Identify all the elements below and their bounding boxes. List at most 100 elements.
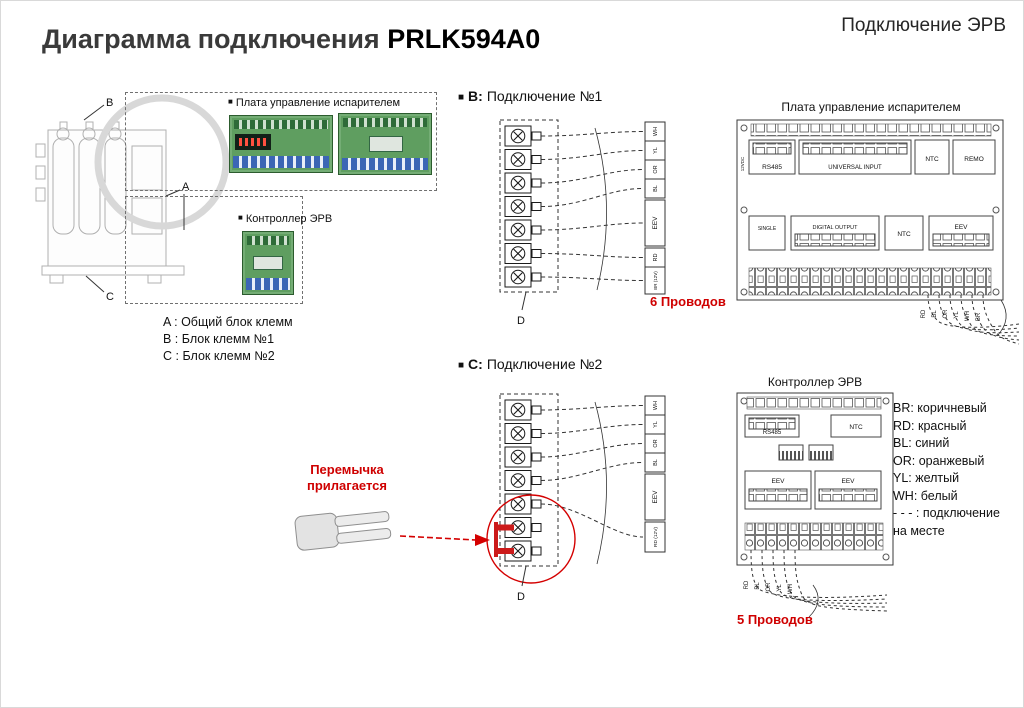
- top-terminal-row: [750, 123, 992, 137]
- legend-line: RD: красный: [893, 418, 967, 433]
- wire-label: WH: [965, 311, 971, 321]
- wire-color-legend: BR: коричневый RD: красный BL: синий OR:…: [893, 400, 1000, 540]
- abc-legend-line-c: C : Блок клемм №2: [163, 349, 275, 363]
- pcb-terminal-row-icon: [246, 278, 290, 290]
- legend-line: BR: коричневый: [893, 401, 987, 415]
- bullet-icon: ■: [458, 92, 465, 103]
- wire-label: RD: [744, 580, 750, 589]
- bullet-icon: ■: [458, 360, 465, 371]
- wire-label: OR: [653, 439, 659, 447]
- eev-connector-label: EEV: [652, 490, 659, 504]
- callout-label-c: C: [106, 291, 114, 303]
- wire-label: OR: [766, 582, 772, 592]
- d-callout-line: [521, 291, 527, 311]
- wire-label-column: [644, 395, 666, 553]
- vdc-label: 12VDC: [740, 156, 745, 171]
- pcb-display-icon: [235, 134, 271, 150]
- wire-label: BL: [755, 582, 761, 590]
- universal-input-label: UNIVERSAL INPUT: [828, 165, 882, 171]
- legend-line: WH: белый: [893, 488, 958, 503]
- legend-line: OR: оранжевый: [893, 453, 985, 468]
- eev-controller-group-label: ■Контроллер ЭРВ: [238, 213, 332, 225]
- jumper-note-line2: прилагается: [307, 478, 387, 493]
- terminal-d-label: D: [517, 315, 525, 327]
- evaporator-board-group-box: ■Плата управление испарителем: [125, 92, 437, 191]
- connector-boxes-row2: [748, 215, 994, 251]
- evap-board-title: Плата управление испарителем: [781, 100, 961, 114]
- ntc-label: NTC: [897, 231, 911, 238]
- remo-label: REMO: [964, 156, 984, 163]
- callout-label-a: A: [182, 181, 190, 193]
- wire-label: WH: [788, 584, 794, 594]
- pcb-terminal-row-icon: [234, 120, 328, 129]
- bottom-terminal-row: [744, 522, 884, 551]
- bullet-icon: ■: [228, 97, 233, 106]
- ntc-label: NTC: [925, 156, 939, 163]
- mounting-holes: [740, 124, 1000, 296]
- wire-label: BL: [932, 310, 938, 318]
- ctrl-board-title: Контроллер ЭРВ: [767, 375, 863, 389]
- callout-label-b: B: [106, 97, 113, 109]
- section-b-title: Подключение №1: [486, 88, 603, 104]
- connection-2-terminal-block: WH YL OR BL EEV RD (12V) D: [486, 393, 666, 603]
- eev-connector-label: EEV: [652, 216, 659, 230]
- six-wires-note: 6 Проводов: [650, 294, 726, 309]
- evaporator-pcb-photo-2: [338, 113, 432, 175]
- terminal-d-label: D: [517, 591, 525, 603]
- connector-boxes: [744, 414, 882, 510]
- pcb-chip-icon: [253, 256, 283, 270]
- rs485-label: RS485: [763, 430, 782, 436]
- section-b-letter: B:: [468, 88, 483, 104]
- wire-label: YL: [777, 584, 783, 592]
- terminal-strip-outline: [499, 393, 559, 567]
- exit-wires: [927, 294, 1020, 345]
- evaporator-board-group-text: Плата управление испарителем: [235, 97, 401, 109]
- eev-controller-pcb-photo: [242, 231, 294, 295]
- page-title: Диаграмма подключения PRLK594A0: [42, 24, 540, 55]
- wire-label: OR: [943, 309, 949, 319]
- jumper-fork-icon: [294, 511, 392, 551]
- connector-boxes-row1: [748, 139, 996, 175]
- wire-label: BR (12V): [653, 271, 658, 290]
- terminal-cells: [504, 399, 542, 562]
- watermark-ring: [94, 94, 230, 230]
- legend-line: - - - : подключение: [893, 506, 1000, 520]
- cable-curve: [594, 127, 607, 291]
- jumper-inserted: [494, 522, 514, 557]
- wire-label: RD (12V): [653, 527, 659, 547]
- evaporator-pcb-photo-1: [229, 115, 333, 173]
- legend-line: YL: желтый: [893, 471, 960, 485]
- d-callout-line: [521, 565, 527, 587]
- abc-legend-line-b: B : Блок клемм №1: [163, 332, 275, 346]
- five-wires-note: 5 Проводов: [737, 612, 813, 627]
- top-terminal-row: [746, 396, 882, 410]
- eev-controller-board-diagram: RS485 NTC EEV EEV RD BL OR YL WH: [736, 392, 894, 618]
- exit-wires: [750, 549, 888, 612]
- evaporator-board-group-label: ■Плата управление испарителем: [228, 97, 400, 109]
- ntc-label: NTC: [849, 424, 863, 431]
- section-b-heading: ■B:Подключение №1: [458, 88, 602, 104]
- wire-label: YL: [653, 421, 659, 428]
- bottom-terminal-row: [748, 267, 992, 296]
- jumper-arrow-icon: [399, 534, 490, 546]
- pcb-chip-icon: [369, 136, 403, 152]
- jumper-graphic: [294, 511, 490, 551]
- corner-title: Подключение ЭРВ: [841, 15, 1006, 36]
- cable-curve: [594, 401, 607, 565]
- wire-label: YL: [653, 147, 659, 154]
- bullet-icon: ■: [238, 213, 243, 222]
- section-c-heading: ■C:Подключение №2: [458, 356, 602, 372]
- jumper-note: Перемычка прилагается: [292, 462, 402, 494]
- eev-controller-group-box: ■Контроллер ЭРВ: [125, 196, 332, 304]
- rs485-label: RS485: [762, 164, 782, 171]
- digital-output-label: DIGITAL OUTPUT: [813, 225, 859, 231]
- wire-label: WH: [653, 401, 659, 410]
- wire-label: BL: [653, 185, 659, 192]
- terminal-cells: [504, 125, 542, 288]
- eev-label: EEV: [841, 478, 855, 485]
- pcb-terminal-row-icon: [343, 118, 427, 127]
- legend-line: BL: синий: [893, 436, 950, 450]
- wire-label: OR: [653, 165, 659, 173]
- connection-1-terminal-block: WH YL OR BL EEV RD BR (12V) D: [499, 119, 666, 327]
